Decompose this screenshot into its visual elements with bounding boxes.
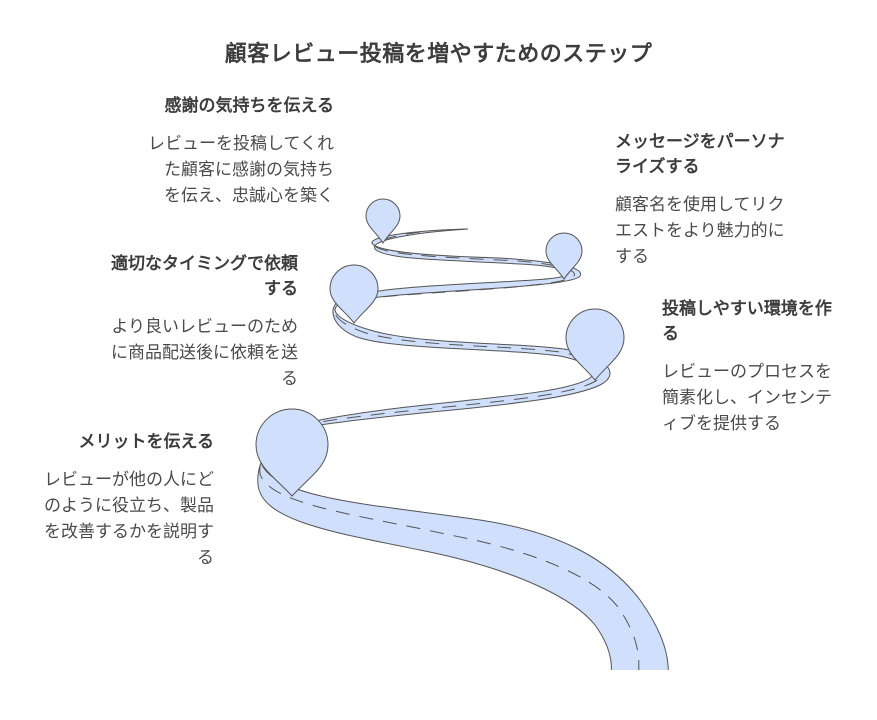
step-description: より良いレビューのために商品配送後に依頼を送る: [111, 317, 298, 389]
step-card-1: メリットを伝える レビューが他の人にどのように役立ち、製品を改善するかを説明する: [28, 430, 214, 571]
step-card-2: 投稿しやすい環境を作る レビューのプロセスを簡素化し、インセンティブを提供する: [662, 297, 847, 437]
step-card-4: メッセージをパーソナライズする 顧客名を使用してリクエストをより魅力的にする: [615, 130, 800, 270]
pin-step-4: [545, 232, 583, 280]
step-description: レビューが他の人にどのように役立ち、製品を改善するかを説明する: [44, 470, 214, 568]
step-description: レビューのプロセスを簡素化し、インセンティブを提供する: [662, 362, 832, 434]
diagram-title: 顧客レビュー投稿を増やすためのステップ: [224, 42, 653, 67]
pin-step-5: [365, 198, 401, 244]
pin-step-1: [255, 408, 329, 497]
step-heading: 投稿しやすい環境を作る: [662, 299, 832, 344]
step-heading: 適切なタイミングで依頼する: [111, 254, 298, 299]
pin-step-2: [565, 308, 625, 381]
step-card-3: 適切なタイミングで依頼する より良いレビューのために商品配送後に依頼を送る: [108, 252, 298, 392]
step-description: 顧客名を使用してリクエストをより魅力的にする: [615, 195, 785, 267]
step-description: レビューを投稿してくれた顧客に感謝の気持ちを伝え、忠誠心を築く: [148, 134, 334, 206]
step-heading: メッセージをパーソナライズする: [615, 132, 785, 177]
step-card-5: 感謝の気持ちを伝える レビューを投稿してくれた顧客に感謝の気持ちを伝え、忠誠心を…: [148, 94, 334, 209]
pin-step-3: [329, 264, 379, 324]
step-heading: メリットを伝える: [78, 432, 215, 452]
step-heading: 感謝の気持ちを伝える: [164, 96, 335, 116]
